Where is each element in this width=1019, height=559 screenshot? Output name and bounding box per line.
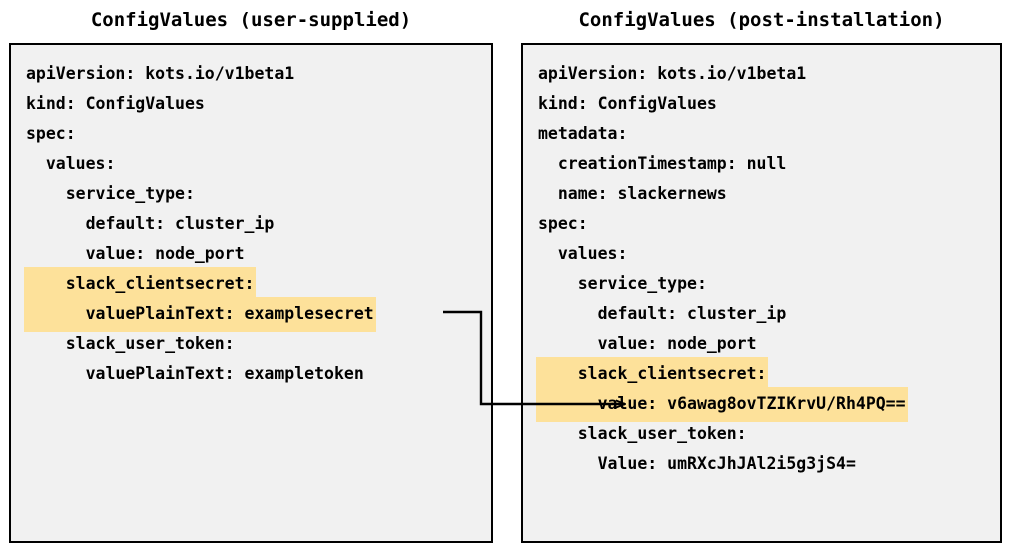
code-line: values: [523, 237, 1000, 267]
code-line: metadata: [523, 117, 1000, 147]
code-line-text: apiVersion: kots.io/v1beta1 [26, 64, 295, 83]
code-line: apiVersion: kots.io/v1beta1 [11, 57, 491, 87]
code-line: slack_user_token: [523, 417, 1000, 447]
code-line: default: cluster_ip [523, 297, 1000, 327]
code-line-text: service_type: [538, 274, 707, 293]
code-line-text: valuePlainText: examplesecret [24, 297, 376, 332]
code-line-text: creationTimestamp: null [538, 154, 787, 173]
code-line-text: service_type: [26, 184, 195, 203]
code-line: slack_clientsecret: [523, 357, 1000, 392]
code-line: name: slackernews [523, 177, 1000, 207]
code-line-text: spec: [538, 214, 588, 233]
code-line: service_type: [11, 177, 491, 207]
code-line: value: node_port [11, 237, 491, 267]
code-line: spec: [11, 117, 491, 147]
code-line-text: values: [26, 154, 116, 173]
code-line-text: Value: umRXcJhJAl2i5g3jS4= [538, 454, 856, 473]
code-line-text: apiVersion: kots.io/v1beta1 [538, 64, 807, 83]
code-line: kind: ConfigValues [11, 87, 491, 117]
code-box-user-supplied: apiVersion: kots.io/v1beta1 kind: ConfigV… [9, 43, 493, 543]
code-line-text: value: node_port [26, 244, 245, 263]
code-line: valuePlainText: examplesecret [11, 297, 491, 332]
code-body-user-supplied: apiVersion: kots.io/v1beta1 kind: ConfigV… [11, 57, 491, 387]
code-line-text: default: cluster_ip [26, 214, 275, 233]
panel-title-post-installation: ConfigValues (post-installation) [578, 9, 945, 31]
code-line: value: v6awag8ovTZIKrvU/Rh4PQ== [523, 387, 1000, 422]
code-line: apiVersion: kots.io/v1beta1 [523, 57, 1000, 87]
code-line: kind: ConfigValues [523, 87, 1000, 117]
code-line: valuePlainText: exampletoken [11, 357, 491, 387]
panel-title-user-supplied: ConfigValues (user-supplied) [90, 9, 412, 31]
code-line-text: kind: ConfigValues [26, 94, 205, 113]
code-line-text: value: v6awag8ovTZIKrvU/Rh4PQ== [536, 387, 908, 422]
code-line: Value: umRXcJhJAl2i5g3jS4= [523, 447, 1000, 477]
code-line-text: valuePlainText: exampletoken [26, 364, 364, 383]
code-line-text: spec: [26, 124, 76, 143]
code-line: slack_user_token: [11, 327, 491, 357]
code-line-text: slack_user_token: [538, 424, 747, 443]
code-line-text: slack_clientsecret: [24, 267, 257, 302]
code-line: default: cluster_ip [11, 207, 491, 237]
code-line-text: slack_user_token: [26, 334, 235, 353]
code-line-text: kind: ConfigValues [538, 94, 717, 113]
code-line: creationTimestamp: null [523, 147, 1000, 177]
code-box-post-installation: apiVersion: kots.io/v1beta1 kind: ConfigV… [521, 43, 1002, 543]
code-line-text: values: [538, 244, 628, 263]
code-line: values: [11, 147, 491, 177]
code-line: slack_clientsecret: [11, 267, 491, 302]
code-line-text: name: slackernews [538, 184, 727, 203]
code-body-post-installation: apiVersion: kots.io/v1beta1 kind: ConfigV… [523, 57, 1000, 477]
code-line: service_type: [523, 267, 1000, 297]
code-line: spec: [523, 207, 1000, 237]
code-line-text: metadata: [538, 124, 628, 143]
